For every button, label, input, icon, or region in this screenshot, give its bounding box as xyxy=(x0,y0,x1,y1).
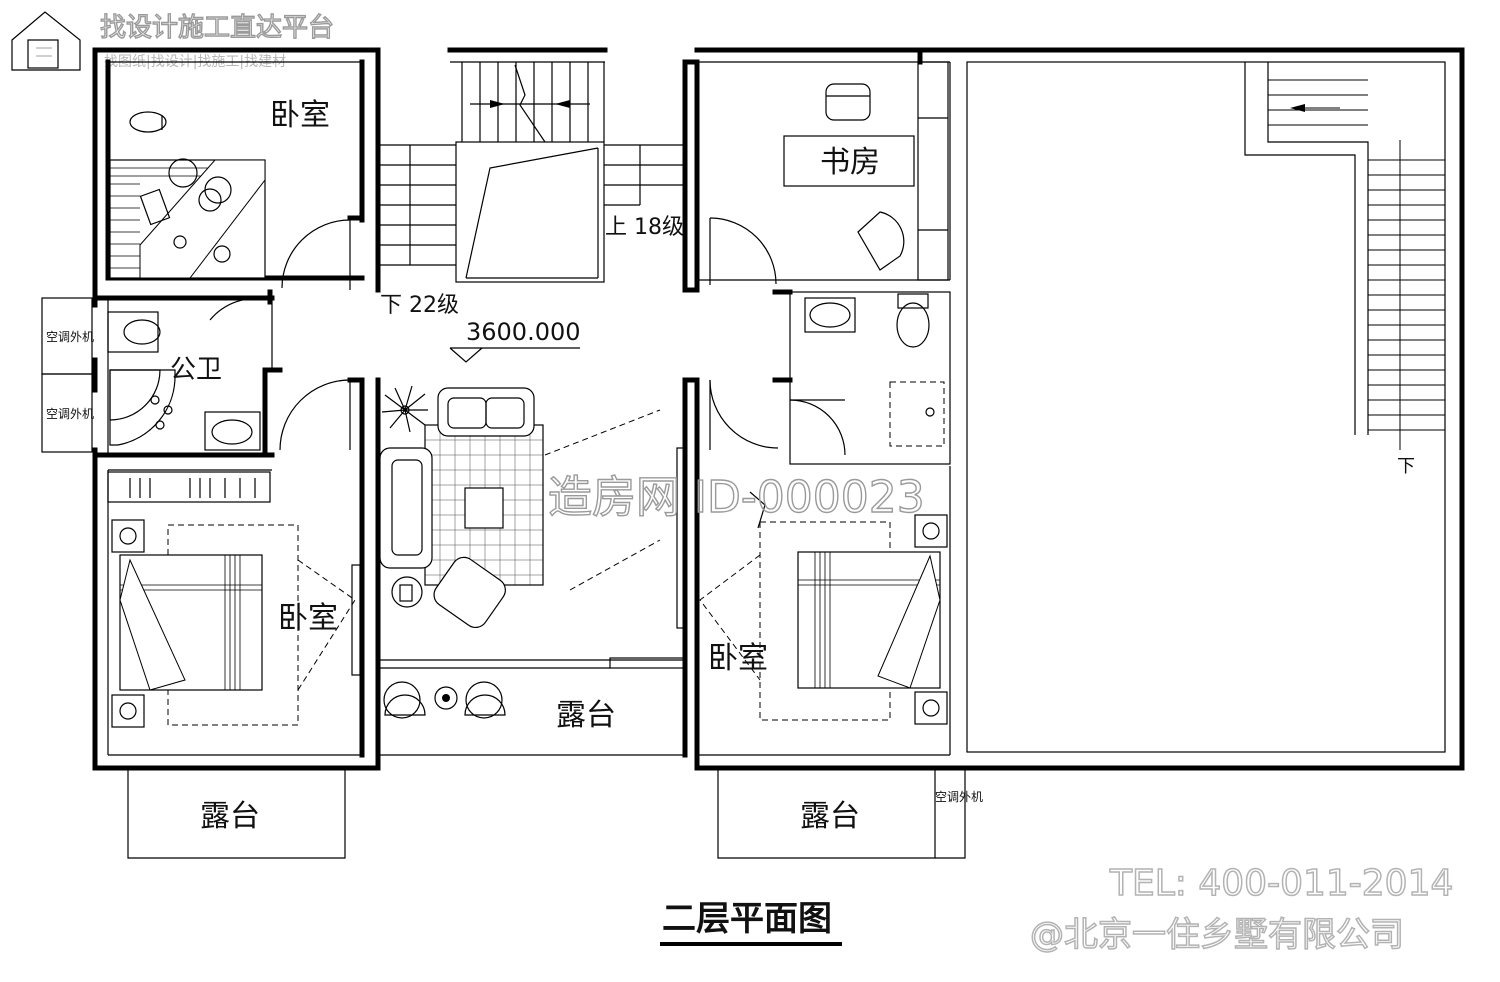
nw-bedroom-furniture xyxy=(109,111,266,279)
living-furniture xyxy=(379,385,661,629)
room-label-bedroom-sw: 卧室 xyxy=(278,601,338,636)
public-bath-fixtures xyxy=(107,311,261,451)
elevation-marker xyxy=(449,347,580,363)
se-bedroom-furniture xyxy=(699,491,948,725)
contact-tel: TEL: 400-011-2014 xyxy=(1109,863,1453,904)
elevation-label: 3600.000 xyxy=(466,318,581,346)
stair-down-east-label: 下 xyxy=(1397,456,1415,477)
center-terrace-furniture xyxy=(383,681,506,719)
platform-title: 找设计施工直达平台 xyxy=(100,13,334,43)
lower-terraces xyxy=(127,767,966,859)
room-label-public-bath: 公卫 xyxy=(170,355,222,385)
room-label-terrace-center: 露台 xyxy=(556,698,616,733)
ac-unit-label-1: 空调外机 xyxy=(46,330,94,344)
sw-bedroom-furniture xyxy=(107,471,356,728)
platform-logo xyxy=(11,11,81,71)
ac-units-left xyxy=(41,297,93,453)
room-label-terrace-se: 露台 xyxy=(800,799,860,834)
plan-id-watermark: 造房网 ID-000023 xyxy=(548,472,925,523)
east-staircase xyxy=(1244,61,1445,450)
study-furniture xyxy=(783,61,949,281)
ac-unit-label-3: 空调外机 xyxy=(935,790,983,804)
main-staircase xyxy=(378,61,685,283)
stair-down-label: 下 22级 xyxy=(380,293,459,318)
room-label-bedroom-nw: 卧室 xyxy=(270,98,330,133)
contact-company: @北京一住乡墅有限公司 xyxy=(1030,915,1404,955)
room-label-study: 书房 xyxy=(820,145,880,180)
stair-up-label: 上 18级 xyxy=(605,215,684,240)
drawing-title: 二层平面图 xyxy=(662,899,832,939)
doors xyxy=(209,217,846,676)
se-bath-fixtures xyxy=(804,293,945,447)
walls xyxy=(92,47,1465,771)
ac-unit-label-2: 空调外机 xyxy=(46,407,94,421)
room-label-bedroom-se: 卧室 xyxy=(708,641,768,676)
room-label-terrace-sw: 露台 xyxy=(200,799,260,834)
